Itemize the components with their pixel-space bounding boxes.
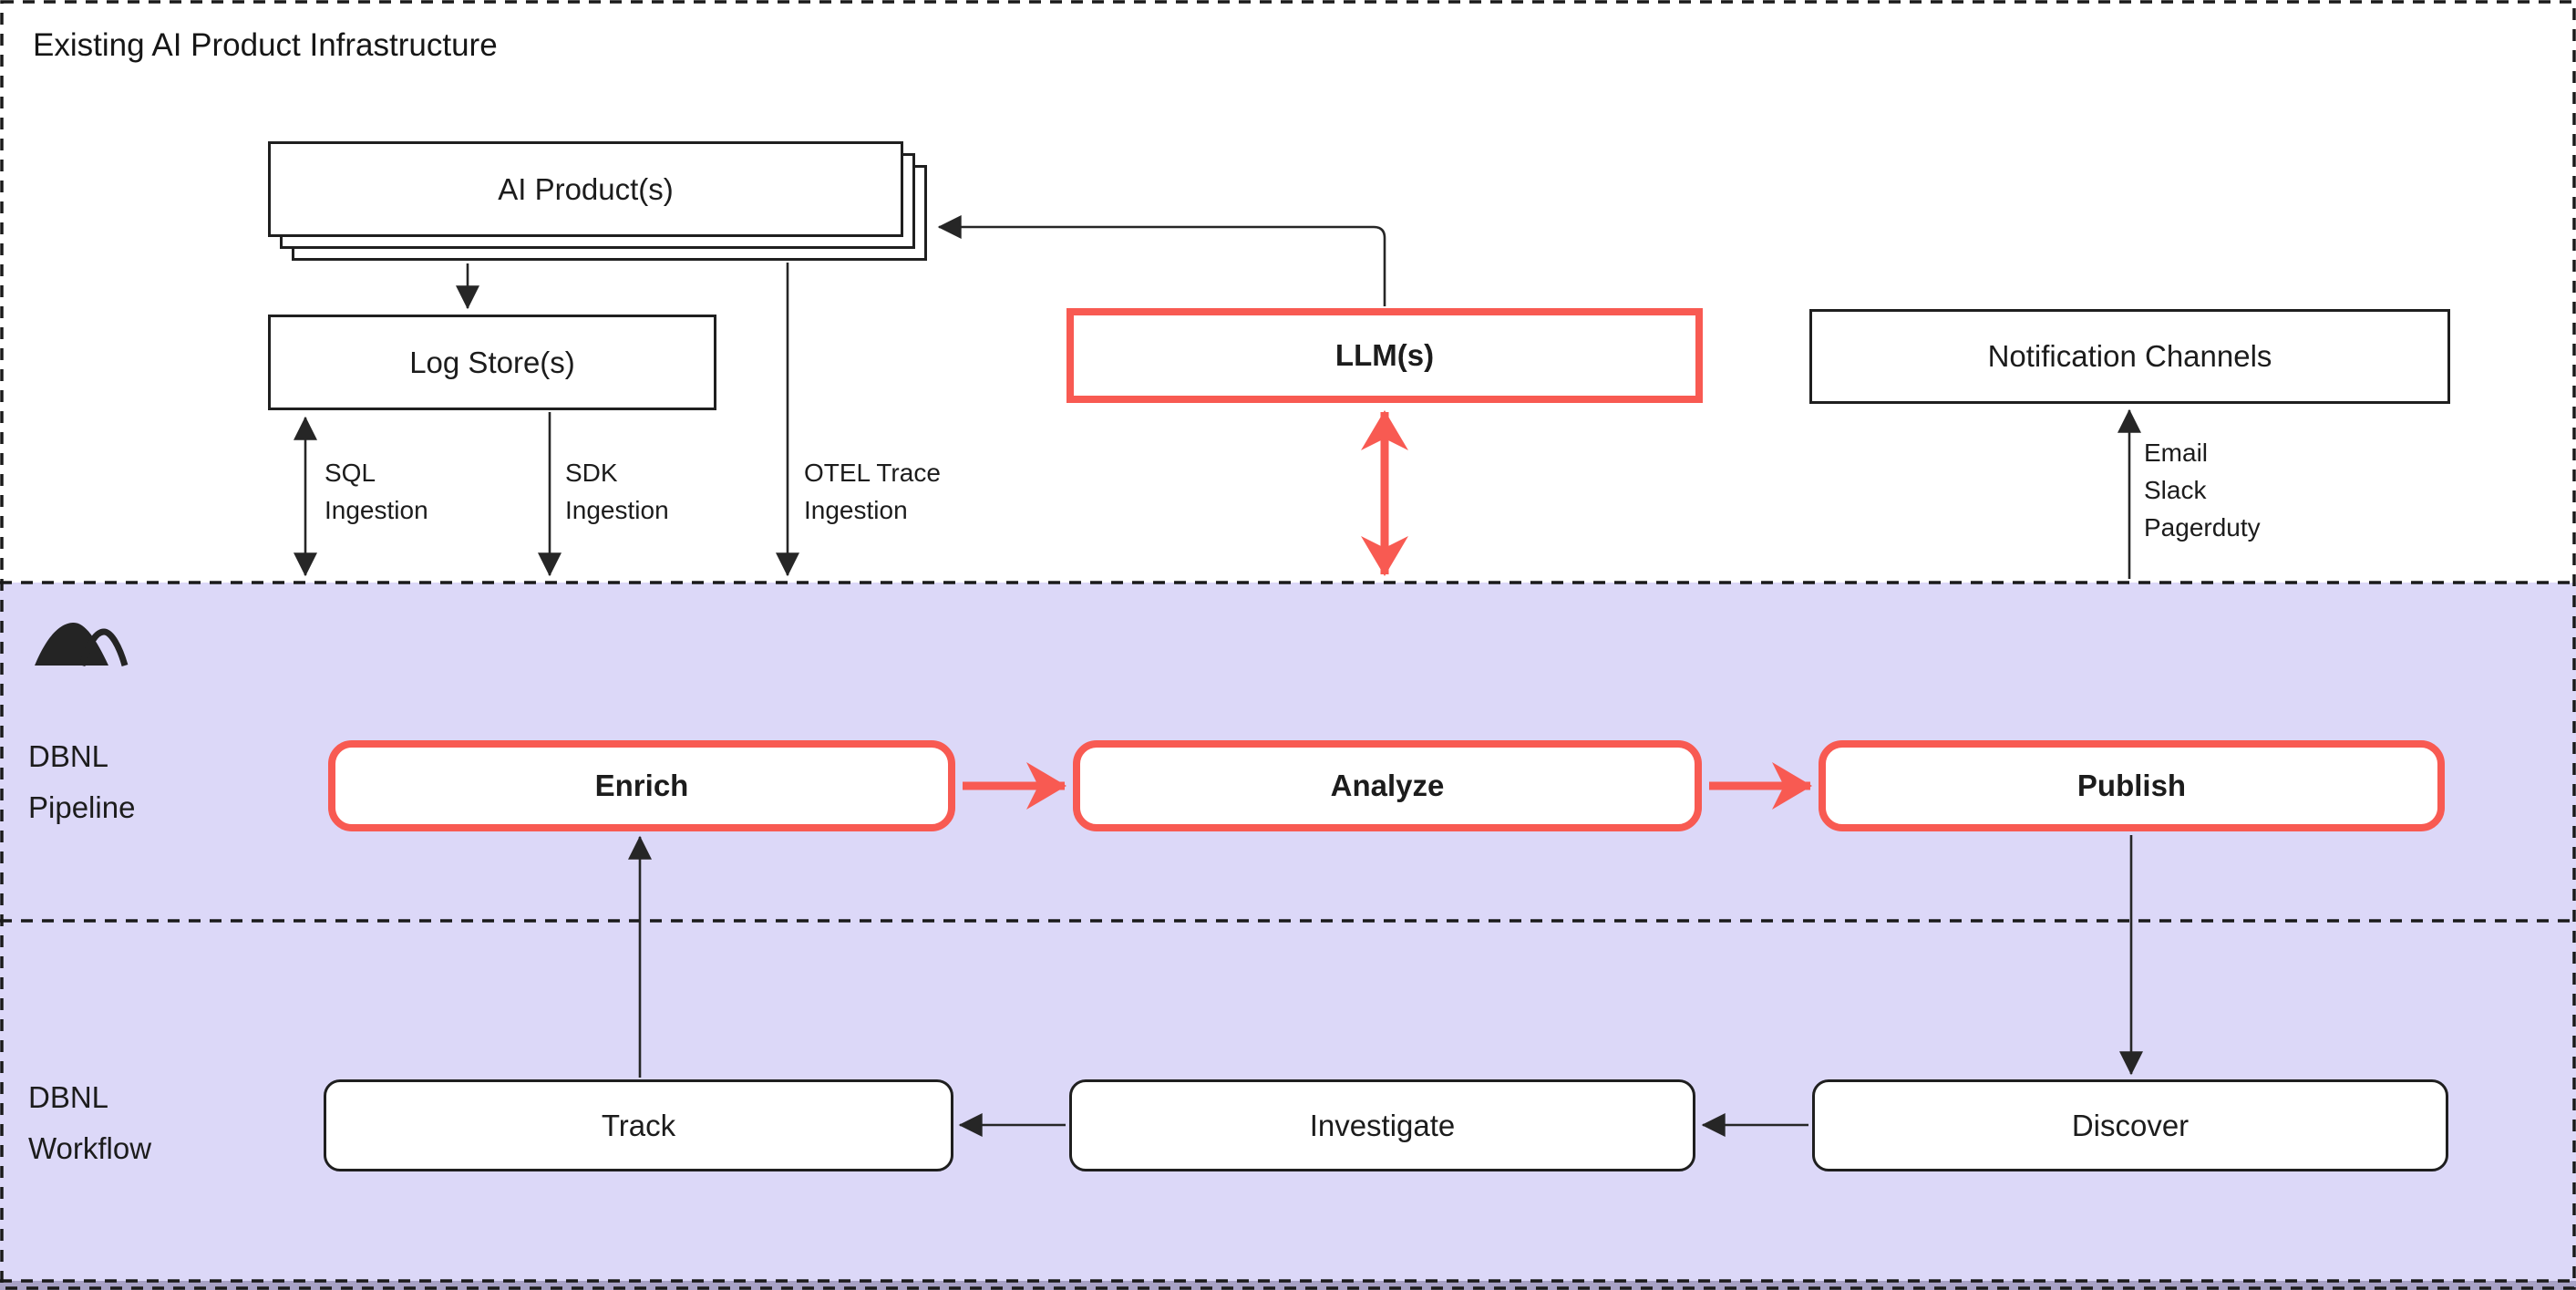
bottom-strip	[0, 1281, 2576, 1290]
log-stores-box: Log Store(s)	[268, 315, 716, 410]
enrich-label: Enrich	[594, 769, 689, 802]
publish-label: Publish	[2076, 769, 2187, 802]
analyze-label: Analyze	[1330, 769, 1445, 802]
discover-box: Discover	[1812, 1079, 2448, 1171]
sql-ingestion-label: SQL Ingestion	[325, 459, 428, 524]
sdk-ingestion-label: SDK Ingestion	[565, 459, 669, 524]
track-box: Track	[324, 1079, 953, 1171]
infrastructure-section-title: Existing AI Product Infrastructure	[33, 27, 498, 63]
log-stores-label: Log Store(s)	[409, 345, 575, 379]
enrich-box: Enrich	[328, 740, 955, 831]
llms-label: LLM(s)	[1334, 338, 1435, 372]
track-label: Track	[601, 1108, 676, 1142]
dbnl-sections-background	[0, 583, 2576, 1281]
otel-ingestion-label: OTEL Trace Ingestion	[804, 459, 941, 524]
investigate-label: Investigate	[1309, 1108, 1456, 1142]
notification-channels-box: Notification Channels	[1809, 309, 2450, 404]
ai-products-label: AI Product(s)	[498, 171, 674, 206]
notification-channels-label: Notification Channels	[1987, 339, 2272, 373]
ai-products-box: AI Product(s)	[268, 141, 903, 237]
llms-box: LLM(s)	[1066, 308, 1703, 403]
investigate-box: Investigate	[1069, 1079, 1695, 1171]
analyze-box: Analyze	[1073, 740, 1702, 831]
workflow-section-label: DBNL Workflow	[28, 1080, 152, 1165]
discover-label: Discover	[2071, 1108, 2190, 1142]
pipeline-section-label: DBNL Pipeline	[28, 739, 136, 824]
notification-methods-label: Email Slack Pagerduty	[2144, 439, 2261, 542]
dbnl-mountain-logo-icon	[35, 623, 129, 667]
publish-box: Publish	[1819, 740, 2445, 831]
